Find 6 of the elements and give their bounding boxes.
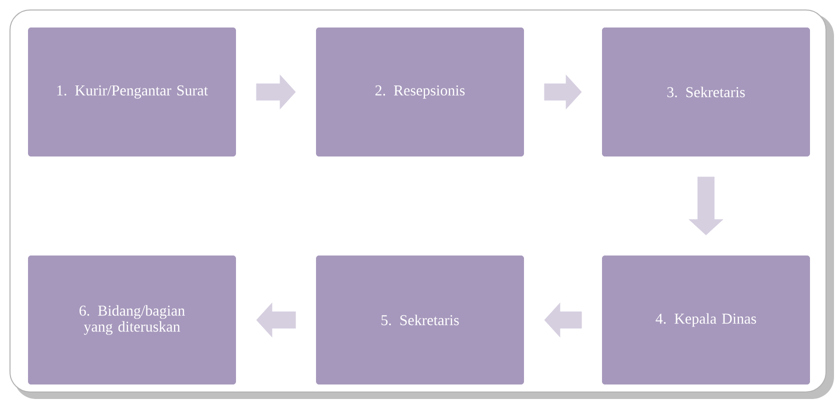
process-box: 3. Sekretaris: [602, 28, 810, 156]
process-box: 2. Resepsionis: [316, 28, 524, 156]
process-box: 5. Sekretaris: [316, 256, 524, 384]
process-box: 4. Kepala Dinas: [602, 256, 810, 384]
process-box: 1. Kurir/Pengantar Surat: [28, 28, 236, 156]
process-box: 6. Bidang/bagian yang diteruskan: [28, 256, 236, 384]
